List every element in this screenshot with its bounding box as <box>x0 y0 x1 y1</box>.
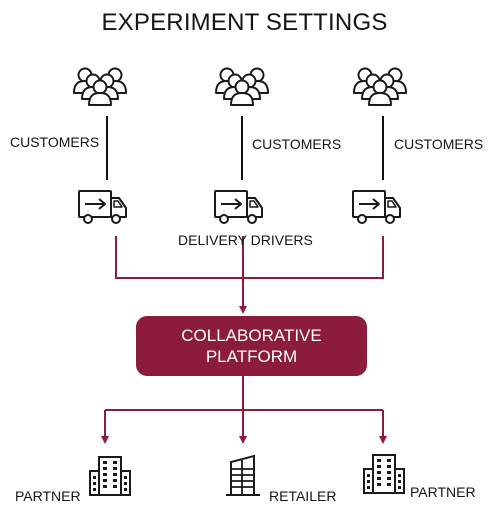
office-building-icon <box>89 456 131 496</box>
page-title: EXPERIMENT SETTINGS <box>101 9 388 36</box>
platform-label-line2: PLATFORM <box>205 347 298 366</box>
customers-label: CUSTOMERS <box>394 136 484 152</box>
customer-group-icon <box>74 69 126 106</box>
driver-connector <box>115 236 384 279</box>
customers-label: CUSTOMERS <box>252 136 342 152</box>
delivery-truck-icon <box>78 190 127 224</box>
platform-label-line1: COLLABORATIVE <box>181 326 322 345</box>
delivery-truck-icon <box>352 190 401 224</box>
office-building-icon <box>225 455 261 496</box>
delivery-truck-icon <box>214 190 263 224</box>
collaborative-platform-box: COLLABORATIVE PLATFORM <box>136 316 367 376</box>
partner-label: PARTNER <box>15 488 81 504</box>
customer-group-icon <box>216 69 268 106</box>
delivery-drivers-label: DELIVERY DRIVERS <box>178 232 313 248</box>
customer-group-icon <box>354 69 406 106</box>
retailer-label: RETAILER <box>269 488 337 504</box>
customers-label: CUSTOMERS <box>10 134 100 150</box>
office-building-icon <box>363 454 405 494</box>
partner-label: PARTNER <box>410 484 476 500</box>
